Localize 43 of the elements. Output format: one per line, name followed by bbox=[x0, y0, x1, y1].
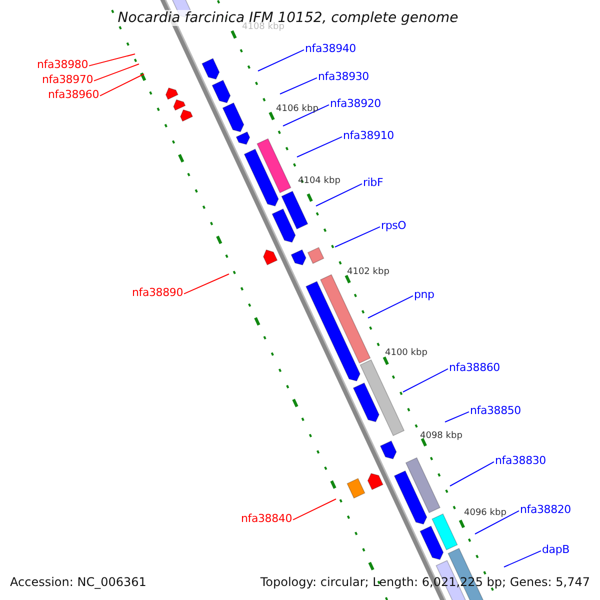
gene-label: pnp bbox=[414, 288, 434, 301]
gene-label: nfa38960 bbox=[48, 88, 99, 101]
leader-line bbox=[296, 136, 342, 158]
leader-line bbox=[292, 498, 336, 520]
leader-line bbox=[280, 77, 318, 94]
gene-label: nfa38940 bbox=[305, 42, 356, 55]
gene-label: nfa38850 bbox=[470, 404, 521, 417]
gene-label: nfa38820 bbox=[520, 503, 571, 516]
gene-label: dapB bbox=[542, 543, 570, 556]
scale-label: 4104 kbp bbox=[298, 176, 340, 187]
gene-label: nfa38910 bbox=[343, 129, 394, 142]
scale-label: 4096 kbp bbox=[464, 508, 506, 519]
scale-label: 4098 kbp bbox=[420, 431, 462, 442]
scale-label: 4106 kbp bbox=[276, 104, 318, 115]
gene-label: nfa38830 bbox=[495, 454, 546, 467]
leader-line bbox=[258, 49, 304, 72]
gene-label: nfa38920 bbox=[330, 97, 381, 110]
scale-label: 4108 kbp bbox=[242, 22, 284, 33]
leader-line bbox=[368, 295, 414, 318]
accession-text: Accession: NC_006361 bbox=[10, 575, 146, 589]
gene-label: ribF bbox=[363, 176, 384, 189]
scale-label: 4102 kbp bbox=[347, 267, 390, 278]
leader-line bbox=[316, 183, 362, 206]
gene-label: nfa38930 bbox=[318, 70, 369, 83]
leader-line bbox=[402, 368, 448, 392]
gene-label: nfa38860 bbox=[449, 361, 500, 374]
leader-line bbox=[504, 550, 542, 568]
leader-line bbox=[88, 54, 136, 66]
leader-line bbox=[282, 104, 330, 126]
gene-label: rpsO bbox=[381, 219, 406, 232]
leader-line bbox=[450, 461, 494, 486]
leader-line bbox=[94, 64, 140, 82]
gene-label: nfa38980 bbox=[37, 58, 88, 71]
gene-label: nfa38840 bbox=[241, 512, 292, 525]
genome-stats-text: Topology: circular; Length: 6,021,225 bp; Genes: 5,747 bbox=[260, 575, 590, 589]
leader-line bbox=[474, 510, 520, 534]
leader-line bbox=[444, 411, 470, 422]
scale-label: 4100 kbp bbox=[385, 348, 428, 359]
leader-line bbox=[334, 226, 380, 248]
leader-line bbox=[184, 274, 230, 294]
leader-line bbox=[100, 74, 144, 96]
gene-label: nfa38890 bbox=[132, 286, 183, 299]
gene-label: nfa38970 bbox=[42, 73, 93, 86]
